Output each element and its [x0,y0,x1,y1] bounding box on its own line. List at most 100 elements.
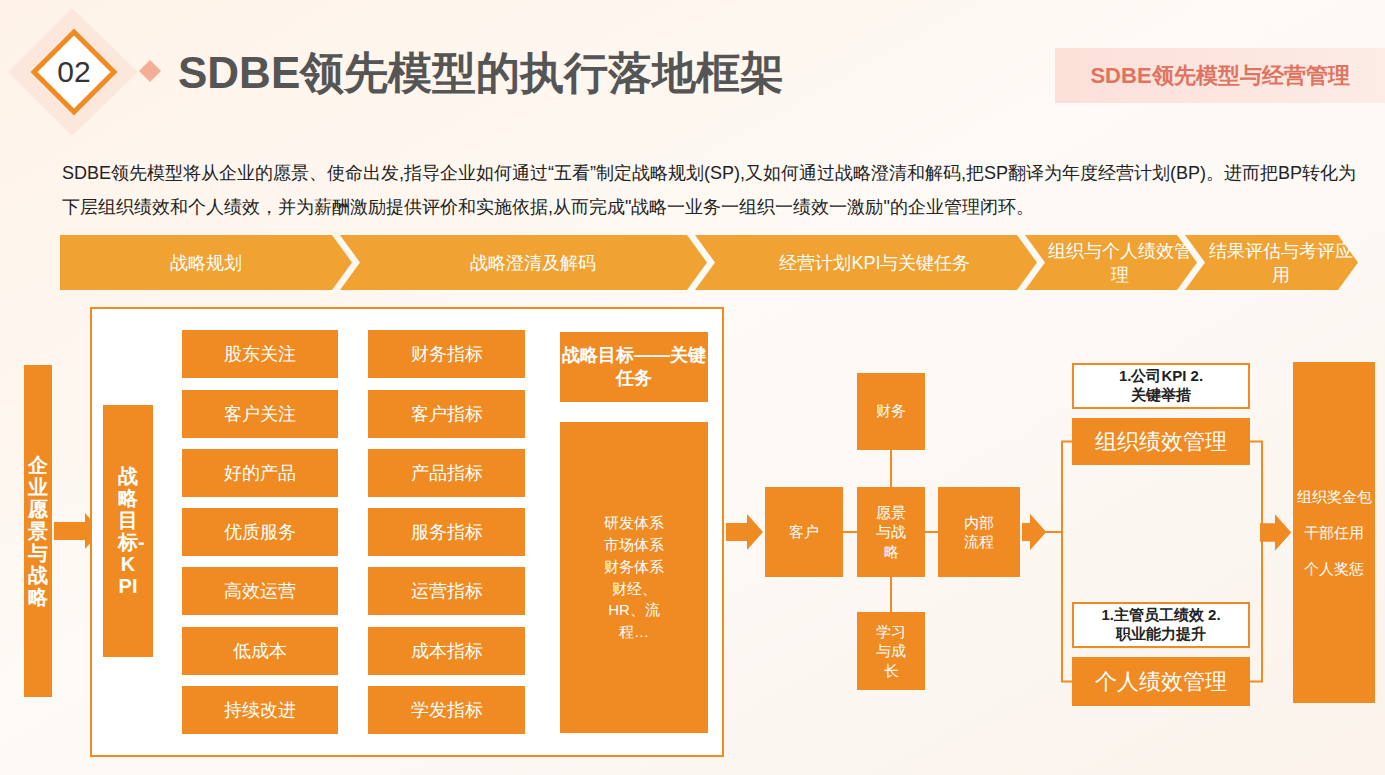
node-text: 战略规划 [170,251,242,275]
phase-chevron: 战略规划 [60,235,352,290]
performance-box: 个人绩效管理 [1072,657,1250,706]
node-text: 组织与个人绩效管理 [1043,239,1197,287]
node-text: 好的产品 [224,461,296,485]
scorecard-box: 愿景与战略 [857,487,925,577]
phase-chevron: 结果评估与考评应用 [1185,235,1358,290]
chevron-fill [340,235,707,290]
application-box: 组织奖金包 干部任用 个人奖惩 [1293,362,1375,703]
node-text: 财务 [876,402,906,421]
block-arrow [1022,514,1046,550]
scorecard-box: 学习与成长 [857,612,925,690]
node-text: 研发体系 市场体系 财务体系 财经、HR、流程… [598,512,670,643]
focus-box: 客户关注 [182,390,338,438]
connector-line [1044,532,1072,682]
block-arrow [1022,514,1046,550]
focus-box: 低成本 [182,627,338,675]
node-text: 经营计划KPI与关键任务 [779,251,970,275]
chevron-fill [1025,235,1197,290]
indicator-box: 学发指标 [368,686,525,734]
node-text: 组织绩效管理 [1095,427,1227,457]
focus-box: 好的产品 [182,449,338,497]
connector [843,532,857,533]
indicator-box: 产品指标 [368,449,525,497]
badge-diamond [34,32,114,112]
section-tag: SDBE领先模型与经营管理 [1055,48,1385,103]
node-text: 股东关注 [224,342,296,366]
indicator-box: 财务指标 [368,330,525,378]
node-text: 02 [57,55,90,89]
connector [925,532,938,533]
chevron-fill [1185,235,1358,290]
node-text: 持续改进 [224,698,296,722]
phase-chevron: 战略澄清及解码 [340,235,707,290]
node-text: 战略澄清及解码 [470,251,596,275]
connector [891,577,892,612]
node-text: 战略目标——关键任务 [560,344,708,391]
phase-chevron: 组织与个人绩效管理 [1025,235,1197,290]
connector-line [890,450,892,487]
node-text: 个人绩效管理 [1095,667,1227,697]
scorecard-box: 财务 [857,373,925,450]
node-text: 学发指标 [411,698,483,722]
page-title: SDBE领先模型的执行落地框架 [178,44,784,103]
node-text: 战略目标-KPI [118,465,138,597]
kpi-box: 战略目标-KPI [103,405,153,657]
node-text: 财务指标 [411,342,483,366]
vision-box: 企业愿景与战略 [24,365,52,697]
focus-box: 优质服务 [182,508,338,556]
connector [726,514,763,550]
node-text: 内部流程 [964,513,994,552]
node-text: 学习与成长 [876,622,906,681]
node-text: 运营指标 [411,579,483,603]
note-box: 1.公司KPI 2.关键举措 [1072,363,1250,409]
node-text: 产品指标 [411,461,483,485]
connector-line [890,577,892,612]
badge-halo [8,8,138,136]
node-text: 结果评估与考评应用 [1203,239,1358,287]
scorecard-box: 客户 [765,487,843,577]
focus-box: 高效运营 [182,567,338,615]
performance-box: 组织绩效管理 [1072,418,1250,465]
block-arrow [1260,515,1291,551]
block-arrow [1260,515,1291,551]
node-text: 企业愿景与战略 [28,454,48,608]
node-text: 客户 [789,523,819,542]
connector-line [1250,533,1262,682]
phase-chevron: 经营计划KPI与关键任务 [695,235,1037,290]
block-arrow [726,514,763,550]
connector [891,450,892,487]
chevron-fill [695,235,1037,290]
node-text: 低成本 [233,639,287,663]
task-header: 战略目标——关键任务 [560,332,708,402]
indicator-box: 客户指标 [368,390,525,438]
node-text: SDBE领先模型与经营管理 [1090,61,1349,91]
connector [1022,514,1072,682]
intro-paragraph: SDBE领先模型将从企业的愿景、使命出发,指导企业如何通过“五看”制定战略规划(… [62,156,1362,224]
note-box: 1.主管员工绩效 2.职业能力提升 [1072,602,1250,648]
node-text: 成本指标 [411,639,483,663]
connector [1250,442,1291,551]
connector-line [925,531,938,533]
indicator-box: 成本指标 [368,627,525,675]
node-text: 客户指标 [411,402,483,426]
node-text: 1.公司KPI 2.关键举措 [1101,367,1221,405]
node-text: 客户关注 [224,402,296,426]
section-badge: 02 [30,28,118,116]
indicator-box: 服务指标 [368,508,525,556]
indicator-box: 运营指标 [368,567,525,615]
scorecard-box: 内部流程 [938,487,1020,577]
focus-box: 持续改进 [182,686,338,734]
node-text: 愿景与战略 [876,503,906,562]
node-text: 高效运营 [224,579,296,603]
node-text: 组织奖金包 干部任用 个人奖惩 [1295,479,1373,587]
node-text: 优质服务 [224,520,296,544]
connector [1250,515,1291,682]
node-text: 服务指标 [411,520,483,544]
connector-line [1044,442,1072,533]
connector-line [843,531,857,533]
system-box: 研发体系 市场体系 财务体系 财经、HR、流程… [560,422,708,733]
connector-line [1250,442,1262,533]
focus-box: 股东关注 [182,330,338,378]
